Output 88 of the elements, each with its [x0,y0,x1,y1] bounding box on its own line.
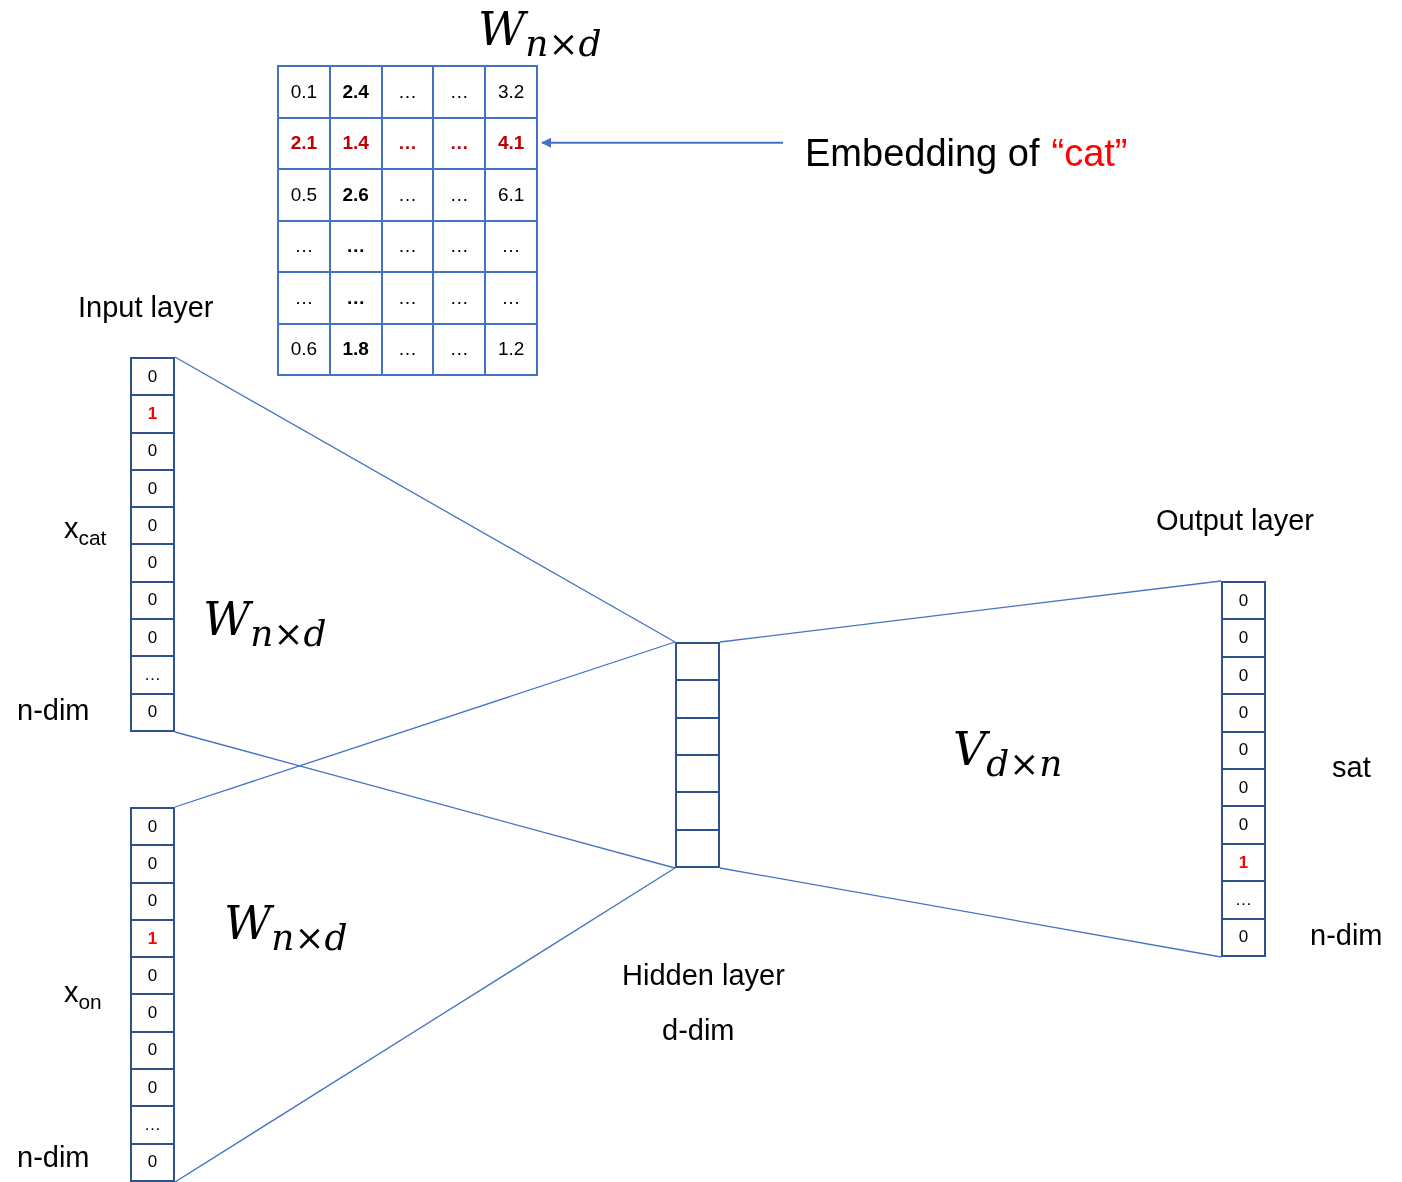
matrix-symbol: W$_{n×d}$ [203,592,327,654]
matrix-cell: … [381,66,434,118]
connector-line [719,580,1222,643]
vector-cell: 0 [131,432,174,470]
vector-label: sat [1332,751,1371,784]
vector-cell: 1 [131,395,174,433]
matrix-cell: 4.1 [485,117,537,169]
vector-cell: 0 [131,882,174,920]
vector-cell: 0 [131,619,174,657]
matrix-cell: 3.2 [485,66,537,118]
matrix-cell: … [381,272,434,324]
matrix-cell: … [329,220,382,272]
caption-text: “cat” [1051,131,1128,175]
caption-text: Embedding of [805,131,1040,175]
matrix-cell: 0.1 [278,66,330,118]
vector-cell: … [1222,881,1265,919]
vector-cell: 0 [131,1069,174,1107]
vector-label: x$_{on}$ [64,976,102,1014]
vector-cell: 0 [1222,731,1265,770]
vector-label: n-dim [17,694,90,727]
vector-cell: 0 [131,845,174,883]
vector-cell: 0 [131,808,174,846]
connector-line [174,731,676,869]
hidden-vector [675,642,720,868]
matrix-cell: 1.8 [329,323,382,375]
vector-cell: 0 [131,957,174,995]
vector-cell: 0 [1222,918,1265,957]
connector-line [719,867,1222,958]
matrix-symbol: V$_{d×n}$ [953,722,1063,784]
matrix-cell: … [433,169,486,221]
vector-cell: … [131,656,174,694]
matrix-symbol: W$_{n×d}$ [478,2,602,64]
vector-box [130,357,175,732]
vector-cell: 0 [131,507,174,545]
matrix-cell: … [433,220,486,272]
vector-cell: 0 [1222,694,1265,732]
vector-cell: 0 [1222,806,1265,844]
matrix-cell: … [381,117,434,169]
vector-cell: 0 [1222,769,1265,807]
vector-label: x$_{cat}$ [64,512,107,550]
arrow [541,137,784,148]
vector-cell: 0 [131,693,174,731]
matrix-cell: 2.6 [329,169,382,221]
layer-label: d-dim [662,1014,735,1047]
layer-label: Input layer [78,291,214,324]
matrix-cell: … [433,117,486,169]
matrix-cell: 2.1 [278,117,330,169]
matrix-cell: … [381,169,434,221]
matrix-cell: … [485,272,537,324]
vector-cell: 1 [1222,843,1265,882]
vector-cell: 0 [1222,582,1265,620]
vector-cell: 0 [1222,656,1265,695]
matrix-cell: 6.1 [485,169,537,221]
vector-cell: 0 [131,581,174,620]
vector-label: n-dim [1310,919,1383,952]
vector-cell: 0 [131,1143,174,1181]
vector-box [1221,581,1266,957]
layer-label: Hidden layer [622,959,785,992]
vector-box [130,807,175,1182]
vector-cell: 0 [1222,619,1265,657]
vector-cell: 0 [131,358,174,396]
vector-cell: … [131,1106,174,1144]
matrix-cell: 0.5 [278,169,330,221]
matrix-cell: 0.6 [278,323,330,375]
matrix-cell: … [433,272,486,324]
matrix-cell: … [381,220,434,272]
vector-cell: 0 [131,994,174,1032]
matrix-cell: 1.4 [329,117,382,169]
connector-line [174,356,676,643]
matrix-cell: 1.2 [485,323,537,375]
vector-cell: 0 [131,544,174,582]
vector-cell: 0 [131,469,174,508]
vector-cell: 1 [131,919,174,958]
matrix-cell: 2.4 [329,66,382,118]
layer-label: Output layer [1156,504,1314,537]
matrix-cell: … [433,323,486,375]
connector-line [174,867,676,1182]
matrix-cell: … [433,66,486,118]
matrix-cell: … [329,272,382,324]
matrix-cell: … [278,272,330,324]
vector-label: n-dim [17,1141,90,1174]
matrix-cell: … [381,323,434,375]
vector-cell: 0 [131,1031,174,1070]
matrix-cell: … [485,220,537,272]
connector-line [174,641,676,808]
matrix-table [277,65,538,376]
matrix-cell: … [278,220,330,272]
matrix-symbol: W$_{n×d}$ [224,896,348,958]
